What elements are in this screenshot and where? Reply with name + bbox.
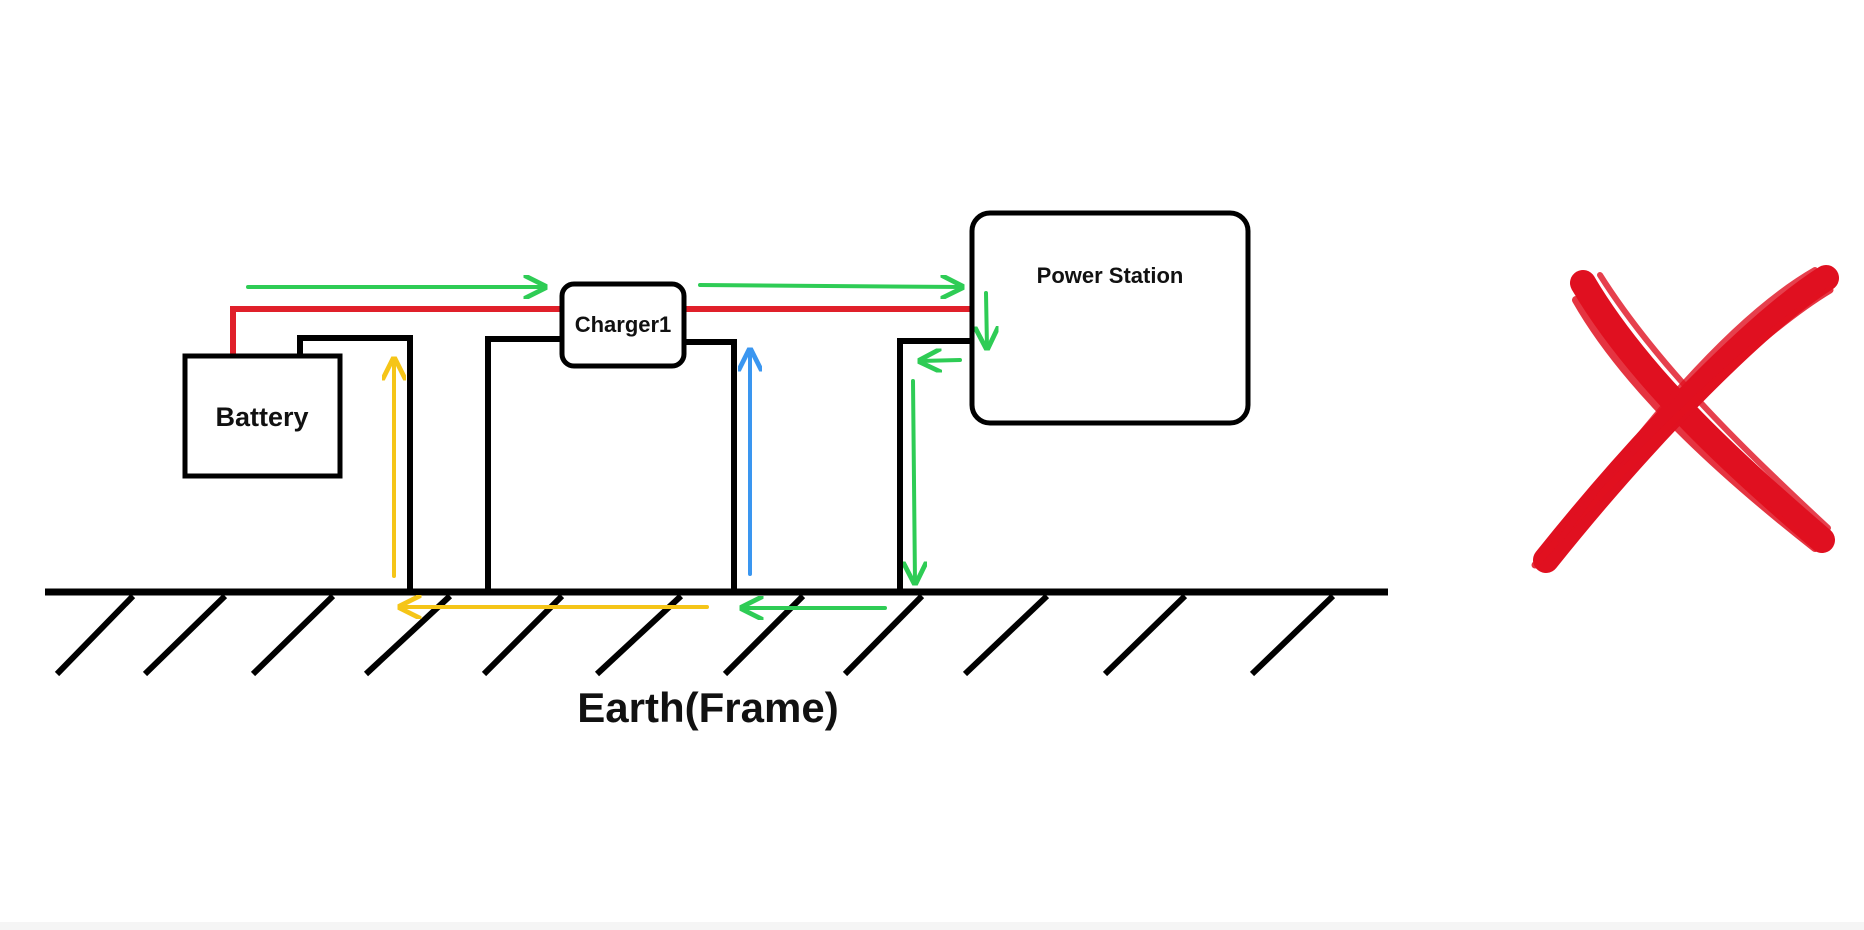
charger-box: Charger1 [559, 281, 687, 369]
positive-wire [230, 306, 972, 356]
earth-ground [45, 588, 1388, 677]
frame-wires [297, 335, 972, 592]
power-station-negative-wire [897, 338, 972, 592]
power-station-box: Power Station [969, 210, 1251, 426]
green-arrow-charger-to-station [698, 285, 962, 287]
red-cross-icon [1531, 265, 1839, 573]
charger-right-wire [684, 339, 737, 592]
power-station-label: Power Station [1037, 263, 1184, 288]
green-arrow-to-frame-wire [920, 360, 962, 361]
current-flow-arrows [246, 285, 987, 608]
battery-box: Battery [182, 353, 343, 479]
charger-left-wire [485, 336, 562, 592]
green-arrow-station-down [986, 291, 987, 348]
charger-label: Charger1 [575, 312, 672, 337]
footer-strip [0, 922, 1864, 930]
green-arrow-frame-down [913, 379, 915, 583]
battery-label: Battery [215, 402, 308, 432]
battery-negative-wire [297, 335, 413, 592]
earth-label: Earth(Frame) [577, 684, 838, 731]
